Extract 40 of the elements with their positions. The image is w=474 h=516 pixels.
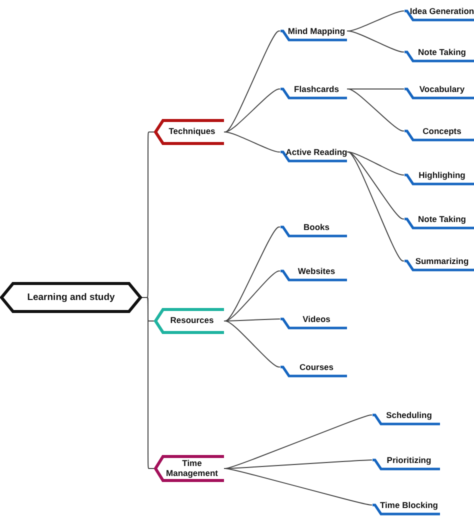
connector-line: [346, 88, 404, 90]
connector-line: [224, 226, 280, 322]
branch-node: [154, 308, 224, 334]
connector-line: [346, 30, 404, 52]
topic-label: Time Blocking: [380, 499, 438, 511]
topic-label: Websites: [298, 265, 336, 277]
topic-label: Resources: [170, 316, 214, 326]
topic-label: Idea Generation: [410, 5, 474, 17]
topic-label: Prioritizing: [386, 454, 432, 466]
topic-label: Flashcards: [294, 83, 339, 95]
connector-line: [224, 320, 280, 368]
topic-label: Summarizing: [415, 255, 469, 267]
connector-line: [224, 318, 280, 322]
topic-label: Highlighing: [418, 169, 466, 181]
topic-label: Time Management: [165, 459, 219, 478]
connector-line: [224, 270, 280, 322]
topic-label: Courses: [299, 361, 334, 373]
topic-label: Mind Mapping: [288, 25, 346, 37]
connector-line: [346, 152, 404, 220]
topic-label: Active Reading: [286, 146, 348, 158]
topic-label: Videos: [302, 313, 330, 325]
topic-label: Vocabulary: [419, 83, 465, 95]
topic-label: Books: [304, 221, 330, 233]
connector-line: [224, 30, 280, 132]
connector-line: [346, 152, 404, 262]
connector-line: [224, 88, 280, 132]
topic-label: Techniques: [168, 127, 216, 137]
connector-line: [346, 88, 404, 132]
topic-label: Concepts: [422, 125, 462, 137]
central-topic-node: [0, 282, 142, 313]
topic-label: Note Taking: [418, 46, 466, 58]
branch-node: [154, 119, 224, 145]
connector-line: [224, 132, 280, 152]
connector-line: [346, 152, 404, 176]
connector-line: [224, 468, 372, 506]
topic-label: Learning and study: [27, 292, 115, 304]
connector-line: [142, 297, 154, 469]
topic-label: Scheduling: [386, 409, 432, 421]
topic-label: Note Taking: [418, 213, 466, 225]
branch-node: [154, 455, 224, 482]
